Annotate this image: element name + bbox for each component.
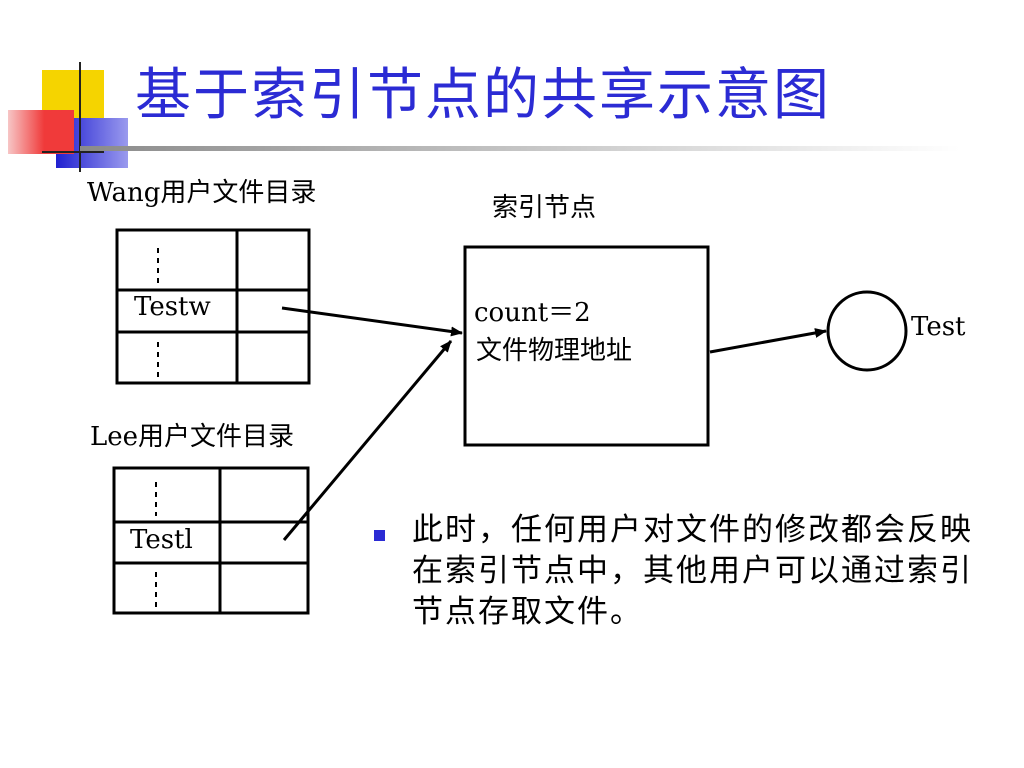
inode-label: 索引节点 [492, 193, 597, 223]
bullet-text: 此时，任何用户对文件的修改都会反映在索引节点中，其他用户可以通过索引节点存取文件… [412, 512, 973, 630]
wang-entry-name: Testw [134, 292, 211, 322]
deco-red-square [8, 110, 74, 154]
lee-entry-name: Testl [130, 525, 193, 555]
inode-physical-address: 文件物理地址 [476, 336, 633, 366]
lee-directory-label: Lee用户文件目录 [90, 422, 295, 452]
wang-to-inode-arrow [281, 306, 463, 337]
inode-to-file-arrow [709, 328, 827, 354]
inode-count: count＝2 [474, 298, 591, 328]
file-name-label: Test [911, 312, 966, 342]
inode-box [463, 245, 710, 447]
file-circle [826, 290, 908, 372]
slide-title: 基于索引节点的共享示意图 [135, 63, 831, 128]
lee-to-inode-arrow [282, 340, 453, 541]
bullet-marker [374, 530, 385, 541]
wang-directory-table [115, 228, 311, 385]
title-underline [80, 146, 960, 151]
wang-directory-label: Wang用户文件目录 [87, 178, 317, 208]
lee-directory-table [112, 466, 310, 615]
